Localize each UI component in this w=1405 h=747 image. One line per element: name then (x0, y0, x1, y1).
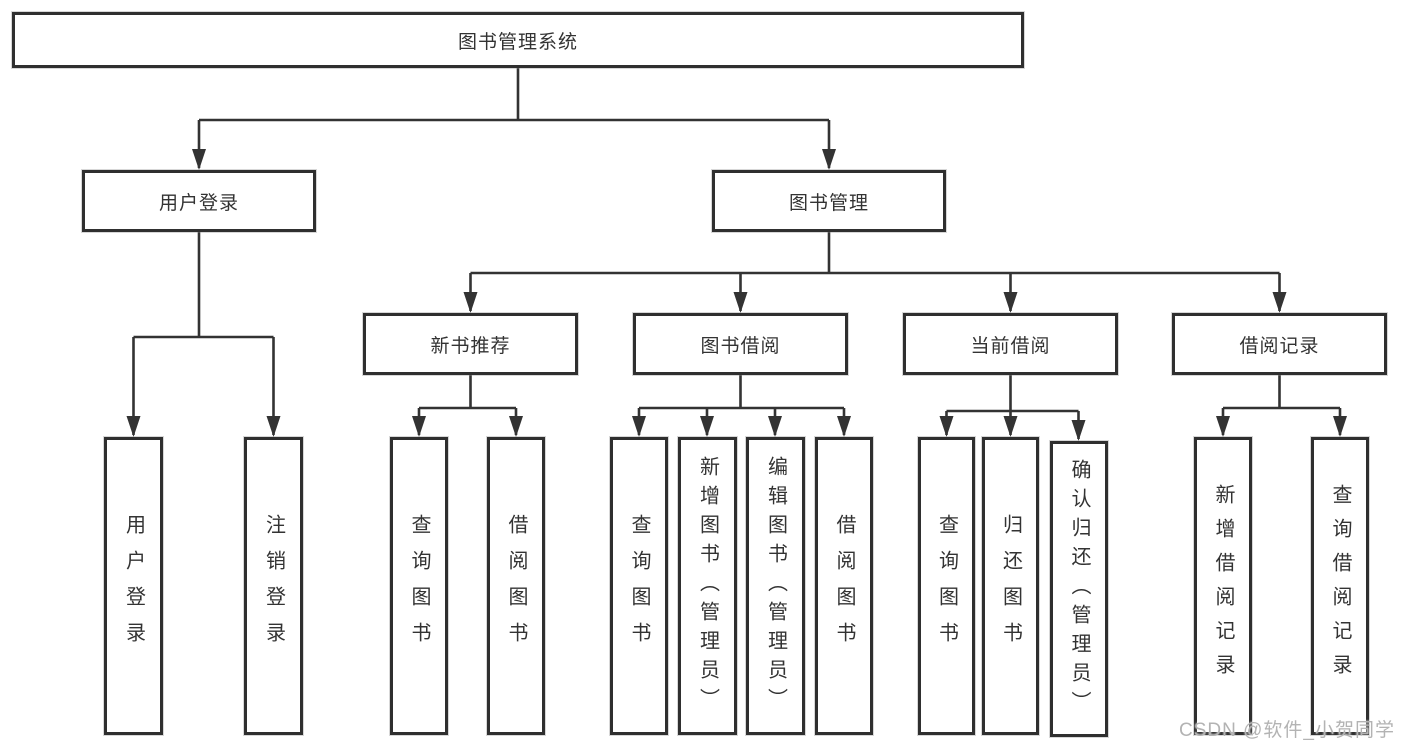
leaf-logout: 注销登录 (244, 437, 303, 735)
node-new-book-recommend: 新书推荐 (363, 313, 578, 375)
node-label: 归还图书 (999, 514, 1022, 658)
node-label: 注销登录 (262, 514, 285, 658)
node-label: 查询借阅记录 (1329, 484, 1351, 688)
node-label: 图书借阅 (700, 335, 781, 357)
connector-current-borrow (945, 375, 1080, 439)
node-label: 当前借阅 (970, 335, 1051, 357)
leaf-user-login: 用户登录 (104, 437, 163, 735)
node-label: 借阅图书 (833, 514, 855, 658)
node-root-library-system: 图书管理系统 (12, 12, 1024, 68)
node-book-management: 图书管理 (712, 170, 946, 232)
arrowhead (768, 416, 782, 437)
node-label: 确认归还（管理员） (1068, 458, 1090, 720)
node-label: 编辑图书（管理员） (764, 455, 787, 717)
node-book-borrow: 图书借阅 (633, 313, 848, 375)
leaf-return-books: 归还图书 (982, 437, 1039, 735)
node-label: 用户登录 (122, 514, 145, 658)
arrowhead (1071, 420, 1086, 441)
node-label: 借阅记录 (1239, 335, 1320, 357)
csdn-watermark: CSDN @软件_小贺同学 (1179, 720, 1395, 741)
leaf-borrow-books: 借阅图书 (815, 437, 873, 735)
arrowhead (266, 416, 281, 437)
node-label: 图书管理 (788, 192, 869, 214)
node-label: 图书管理系统 (457, 31, 578, 53)
leaf-borrow-books-recommend: 借阅图书 (487, 437, 545, 735)
arrowhead (126, 416, 141, 437)
leaf-query-borrow-record: 查询借阅记录 (1311, 437, 1369, 735)
connector-user-login (132, 232, 275, 435)
node-borrow-records: 借阅记录 (1172, 313, 1387, 375)
node-label: 查询图书 (408, 514, 430, 658)
node-label: 查询图书 (628, 514, 650, 658)
arrowhead (412, 416, 426, 437)
node-label: 新增借阅记录 (1212, 484, 1234, 688)
node-current-borrow: 当前借阅 (903, 313, 1118, 375)
arrowhead (1272, 292, 1287, 313)
node-label: 借阅图书 (505, 514, 527, 658)
node-label: 新增图书（管理员） (696, 455, 719, 717)
node-label: 用户登录 (158, 192, 239, 214)
arrowhead (1333, 416, 1347, 437)
arrowhead (733, 292, 748, 313)
leaf-edit-books-admin: 编辑图书（管理员） (746, 437, 805, 735)
leaf-query-books-borrow: 查询图书 (610, 437, 668, 735)
arrowhead (509, 416, 523, 437)
connector-book-management (469, 232, 1281, 311)
arrowhead (1003, 292, 1018, 313)
leaf-add-borrow-record: 新增借阅记录 (1194, 437, 1252, 735)
leaf-confirm-return-admin: 确认归还（管理员） (1050, 441, 1108, 737)
node-label: 查询图书 (935, 514, 958, 658)
arrowhead (1216, 416, 1230, 437)
arrowhead (192, 149, 206, 170)
leaf-add-books-admin: 新增图书（管理员） (678, 437, 737, 735)
connector-new-book-recommend (417, 375, 518, 435)
arrowhead (463, 292, 478, 313)
arrowhead (822, 149, 836, 170)
connector-root-to-level2 (197, 68, 831, 168)
connector-book-borrow (637, 375, 846, 435)
node-label: 新书推荐 (430, 335, 511, 357)
arrowhead (837, 416, 851, 437)
connector-borrow-records (1221, 375, 1342, 435)
arrowhead (700, 416, 714, 437)
arrowhead (1003, 416, 1018, 437)
leaf-query-books-current: 查询图书 (918, 437, 975, 735)
leaf-query-books-recommend: 查询图书 (390, 437, 448, 735)
arrowhead (632, 416, 646, 437)
node-user-login: 用户登录 (82, 170, 316, 232)
arrowhead (939, 416, 954, 437)
